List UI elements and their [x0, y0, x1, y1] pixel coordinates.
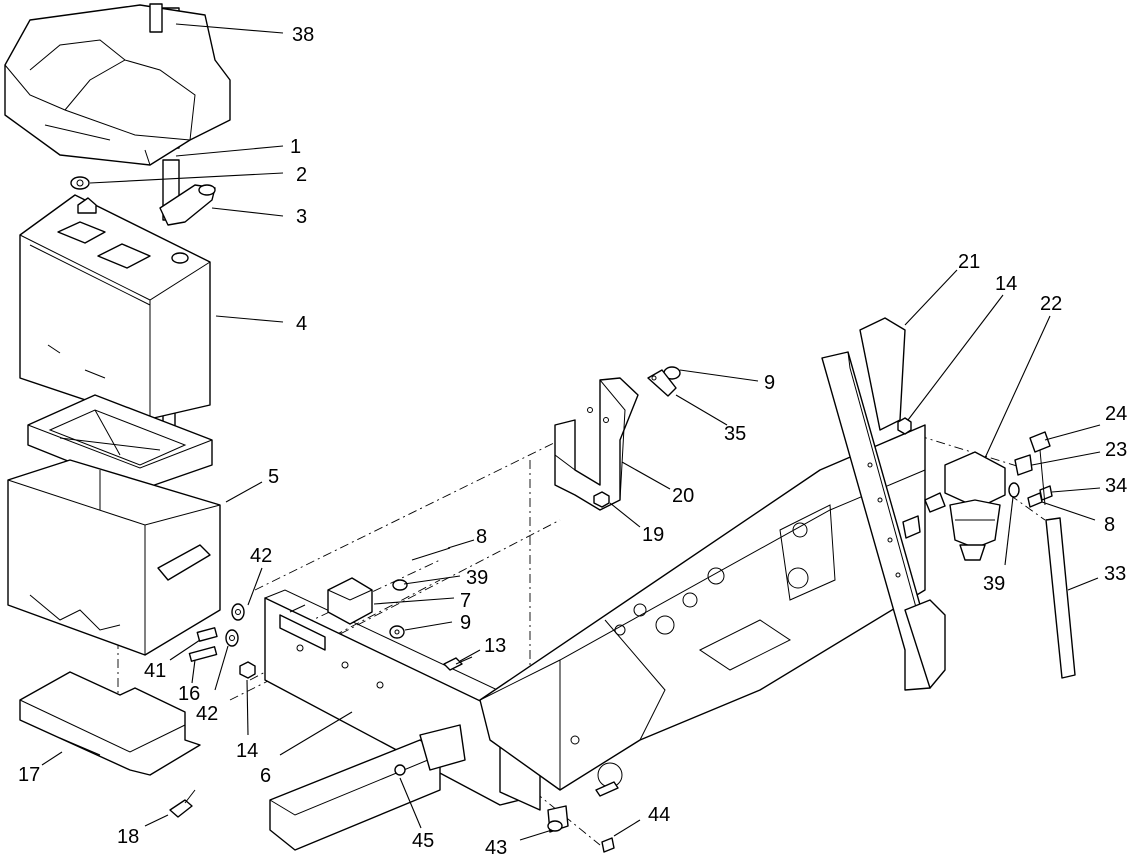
callout-39-center: 39: [466, 567, 488, 589]
hardware-42-41-16: [188, 603, 245, 662]
callout-33: 33: [1104, 563, 1126, 585]
callout-5: 5: [268, 466, 279, 488]
nut-14-left: [239, 661, 256, 679]
callout-9-top: 9: [764, 372, 775, 394]
battery-clamp: [70, 176, 90, 190]
callout-35: 35: [724, 423, 746, 445]
callout-9-center: 9: [460, 612, 471, 634]
callout-labels: 38 1 2 3 4 5 42 41 16 42 14 17 18 6 45 4…: [18, 24, 1127, 859]
callout-42-upper: 42: [250, 545, 272, 567]
bottom-plate: [19, 671, 201, 776]
terminal-boot: [159, 184, 216, 226]
callout-21: 21: [958, 251, 980, 273]
callout-6: 6: [260, 765, 271, 787]
support-bracket-20: [554, 377, 639, 511]
battery-box: [7, 459, 221, 656]
callout-20: 20: [672, 485, 694, 507]
callout-22: 22: [1040, 293, 1062, 315]
callout-7: 7: [460, 590, 471, 612]
callout-19: 19: [642, 524, 664, 546]
callout-42-lower: 42: [196, 703, 218, 725]
callout-45: 45: [412, 830, 434, 852]
upright-post: [821, 317, 946, 691]
callout-44: 44: [648, 804, 670, 826]
callout-34: 34: [1105, 475, 1127, 497]
callout-14-right: 14: [995, 273, 1017, 295]
callout-1: 1: [290, 136, 301, 158]
nut-19: [593, 491, 610, 508]
clip-and-screw: [547, 781, 619, 853]
callout-23: 23: [1105, 439, 1127, 461]
nut-14-right: [897, 417, 912, 435]
callout-39-right: 39: [983, 573, 1005, 595]
callout-18: 18: [117, 826, 139, 848]
callout-8-right: 8: [1104, 514, 1115, 536]
leader-lines: [41, 23, 1101, 841]
callout-41: 41: [144, 660, 166, 682]
callout-3: 3: [296, 206, 307, 228]
fittings-right: [1008, 431, 1053, 508]
callout-16: 16: [178, 683, 200, 705]
callout-4: 4: [296, 313, 307, 335]
callout-8-center: 8: [476, 526, 487, 548]
small-bracket-7: [327, 577, 373, 625]
bolt-18: [169, 789, 196, 818]
callout-14-left: 14: [236, 740, 258, 762]
battery-cover: [4, 3, 231, 166]
lower-rail: [269, 724, 466, 851]
callout-43: 43: [485, 837, 507, 859]
callout-13: 13: [484, 635, 506, 657]
fasteners-center: [389, 547, 473, 671]
fuel-line-33: [1039, 449, 1076, 679]
fuel-filter-assembly: [902, 451, 1006, 561]
battery-tray-upper: [27, 394, 213, 491]
callout-38: 38: [292, 24, 314, 46]
battery: [19, 194, 211, 421]
callout-24: 24: [1105, 403, 1127, 425]
callout-17: 17: [18, 764, 40, 786]
cable-clamp-35: [647, 366, 681, 397]
callout-2: 2: [296, 164, 307, 186]
